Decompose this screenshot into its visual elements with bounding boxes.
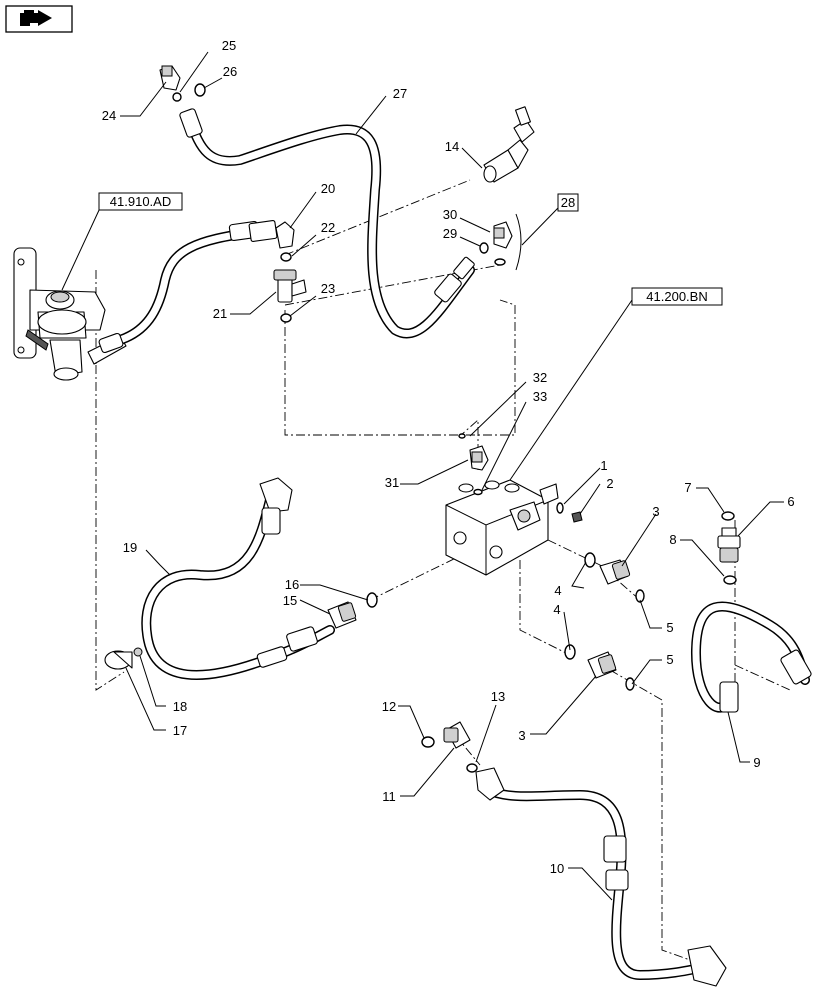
callout-20[interactable]: 20 bbox=[321, 181, 335, 196]
callout-3a[interactable]: 3 bbox=[652, 504, 659, 519]
callout-29[interactable]: 29 bbox=[443, 226, 457, 241]
ref-41910-label: 41.910.AD bbox=[110, 194, 171, 209]
callout-26[interactable]: 26 bbox=[223, 64, 237, 79]
callout-17[interactable]: 17 bbox=[173, 723, 187, 738]
callout-11[interactable]: 11 bbox=[382, 789, 396, 804]
callout-4a[interactable]: 4 bbox=[554, 583, 561, 598]
filter-assembly bbox=[13, 247, 127, 381]
back-arrow-icon[interactable] bbox=[5, 5, 73, 33]
o-ring-25 bbox=[172, 92, 182, 102]
callout-19[interactable]: 19 bbox=[123, 540, 137, 555]
callout-5a[interactable]: 5 bbox=[666, 620, 673, 635]
callout-3b[interactable]: 3 bbox=[518, 728, 525, 743]
elbow-31 bbox=[469, 445, 489, 471]
leader-lines bbox=[61, 51, 784, 901]
callout-23[interactable]: 23 bbox=[321, 281, 335, 296]
callout-25[interactable]: 25 bbox=[222, 38, 236, 53]
o-ring-30b bbox=[494, 258, 506, 266]
tee-fitting-21 bbox=[273, 269, 307, 303]
o-ring-22 bbox=[280, 252, 292, 262]
o-ring-29 bbox=[479, 242, 489, 254]
callout-7[interactable]: 7 bbox=[684, 480, 691, 495]
elbow-30 bbox=[493, 221, 513, 249]
o-ring-33 bbox=[473, 488, 483, 496]
callout-13[interactable]: 13 bbox=[491, 689, 505, 704]
callout-15[interactable]: 15 bbox=[283, 593, 297, 608]
o-ring-12 bbox=[421, 736, 435, 748]
screw-18 bbox=[133, 647, 143, 657]
o-ring-16 bbox=[366, 592, 378, 608]
callout-9[interactable]: 9 bbox=[753, 755, 760, 770]
o-ring-5b bbox=[625, 677, 635, 691]
callout-30[interactable]: 30 bbox=[443, 207, 457, 222]
callout-14[interactable]: 14 bbox=[445, 139, 459, 154]
adapter-11 bbox=[443, 721, 471, 749]
sensor-14 bbox=[483, 106, 535, 183]
callout-10[interactable]: 10 bbox=[550, 861, 564, 876]
callout-5b[interactable]: 5 bbox=[666, 652, 673, 667]
ref-28-label: 28 bbox=[561, 195, 575, 210]
callout-24[interactable]: 24 bbox=[102, 108, 116, 123]
callout-18[interactable]: 18 bbox=[173, 699, 187, 714]
hose-20-to-filter bbox=[98, 219, 295, 354]
ref-box-41200[interactable]: 41.200.BN bbox=[631, 287, 723, 306]
plug-2 bbox=[571, 511, 583, 523]
hose-9 bbox=[690, 601, 812, 713]
o-ring-7 bbox=[721, 511, 735, 521]
callout-12[interactable]: 12 bbox=[382, 699, 396, 714]
valve-block bbox=[445, 479, 559, 576]
callout-31[interactable]: 31 bbox=[385, 475, 399, 490]
adapter-6 bbox=[717, 527, 741, 563]
o-ring-1 bbox=[556, 502, 564, 514]
callout-32[interactable]: 32 bbox=[533, 370, 547, 385]
ref-41200-label: 41.200.BN bbox=[646, 289, 707, 304]
o-ring-4a bbox=[584, 552, 596, 568]
callout-27[interactable]: 27 bbox=[393, 86, 407, 101]
adapter-3a bbox=[599, 559, 631, 585]
hose-19 bbox=[141, 477, 335, 680]
callout-16[interactable]: 16 bbox=[285, 577, 299, 592]
callout-2[interactable]: 2 bbox=[606, 476, 613, 491]
bracket-28 bbox=[515, 213, 522, 271]
callout-22[interactable]: 22 bbox=[321, 220, 335, 235]
adapter-15 bbox=[327, 601, 357, 629]
callout-4b[interactable]: 4 bbox=[553, 602, 560, 617]
o-ring-13 bbox=[466, 763, 478, 773]
callout-21[interactable]: 21 bbox=[213, 306, 227, 321]
o-ring-23 bbox=[280, 313, 292, 323]
callout-8[interactable]: 8 bbox=[669, 532, 676, 547]
ref-box-41910[interactable]: 41.910.AD bbox=[98, 192, 183, 211]
clamp-17 bbox=[104, 650, 133, 670]
ref-box-28[interactable]: 28 bbox=[557, 193, 579, 212]
o-ring-4b bbox=[564, 644, 576, 660]
adapter-3b bbox=[587, 651, 617, 679]
o-ring-32 bbox=[458, 433, 466, 439]
callout-1[interactable]: 1 bbox=[600, 458, 607, 473]
hose-10 bbox=[475, 767, 727, 987]
o-ring-8 bbox=[723, 575, 737, 585]
callout-6[interactable]: 6 bbox=[787, 494, 794, 509]
callout-33[interactable]: 33 bbox=[533, 389, 547, 404]
o-ring-5a bbox=[635, 589, 645, 603]
callout-numbers: 1 2 3 3 4 4 5 5 6 7 8 9 10 11 12 13 14 1… bbox=[102, 38, 795, 876]
hose-27 bbox=[179, 108, 475, 339]
o-ring-26 bbox=[194, 83, 206, 97]
